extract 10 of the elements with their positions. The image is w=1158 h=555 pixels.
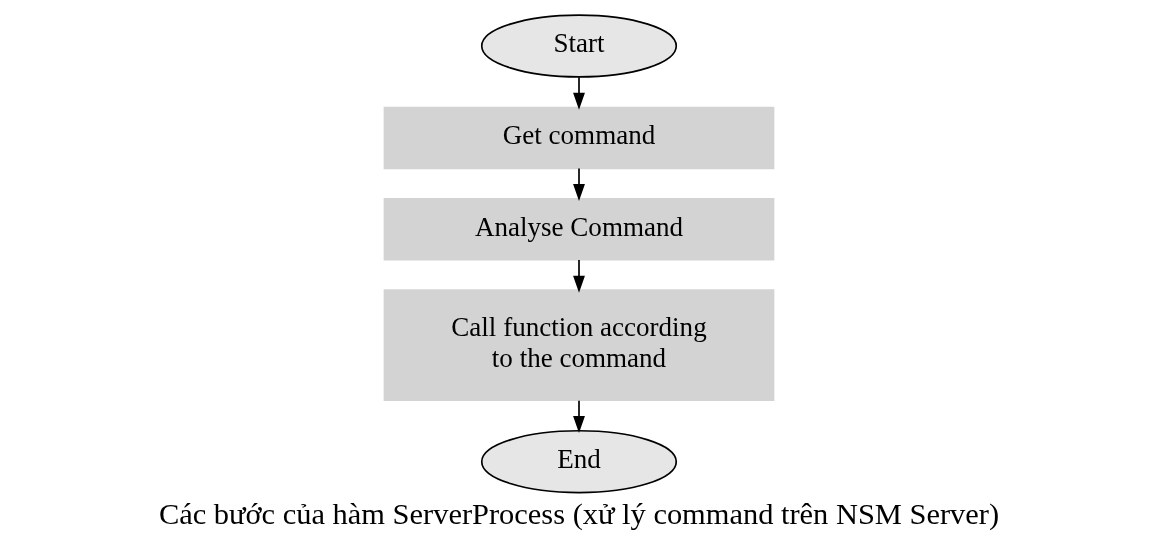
- node-ellipse: End: [480, 429, 678, 494]
- node-box: Analyse Command: [383, 198, 775, 261]
- arrow: [573, 399, 585, 434]
- node-box: Call function according to the command: [383, 289, 775, 401]
- node-ellipse: Start: [480, 14, 678, 78]
- caption: Các bước của hàm ServerProcess (xử lý command trên NSM Server): [158, 496, 1000, 531]
- arrow: [573, 167, 585, 201]
- arrow: [573, 259, 585, 293]
- node-box: Get command: [383, 106, 775, 170]
- arrow: [573, 76, 585, 110]
